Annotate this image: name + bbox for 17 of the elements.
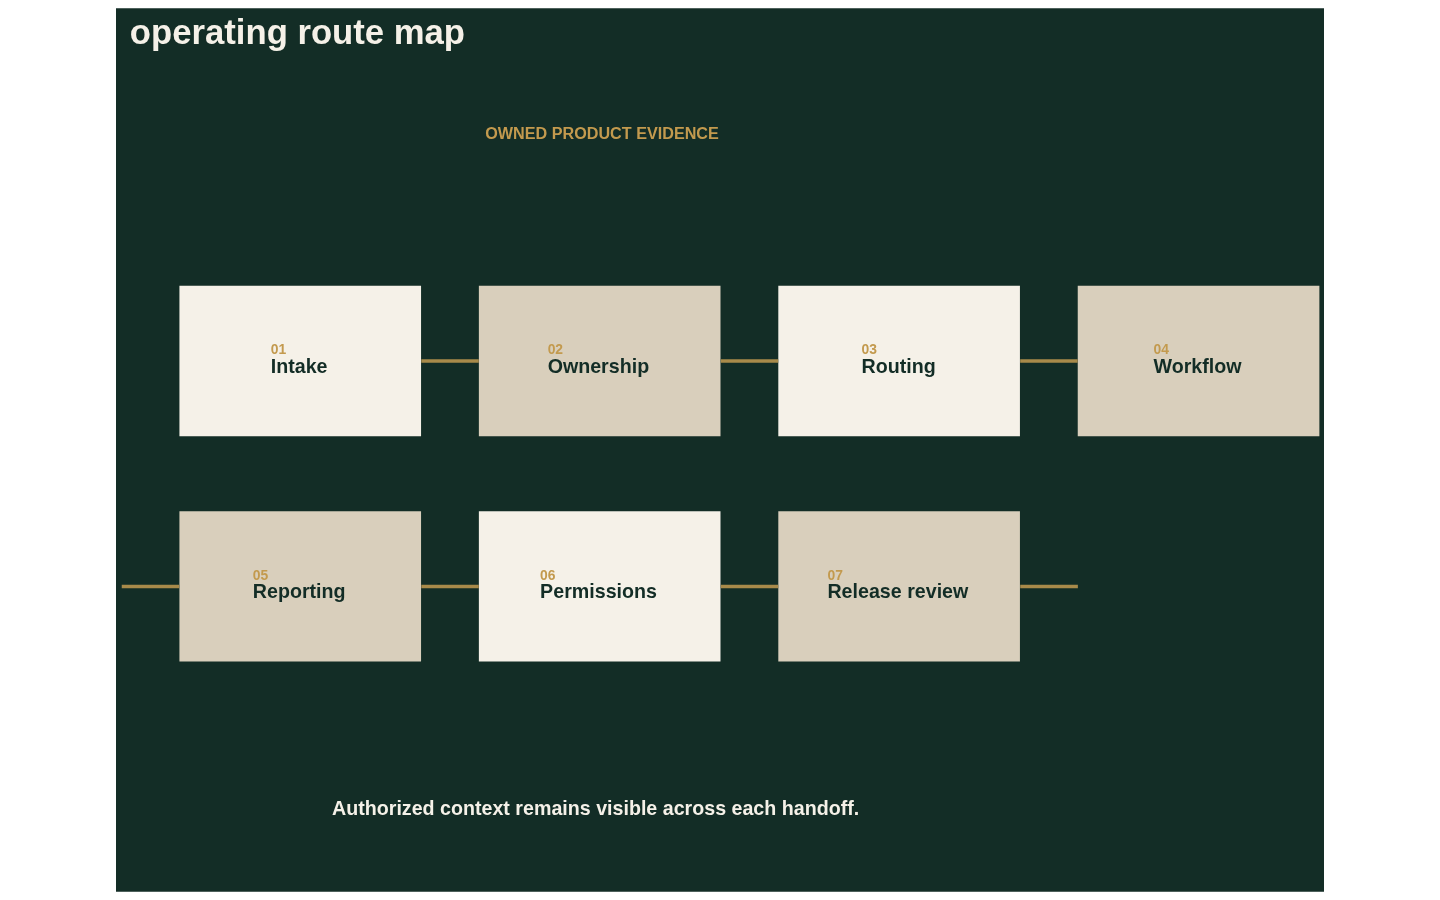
connector	[121, 584, 180, 589]
node-box: 06 Permissions	[478, 511, 721, 662]
node-box: 01 Intake	[179, 285, 422, 437]
caption: Authorized context remains visible across each handoff.	[332, 797, 860, 820]
connector	[720, 359, 779, 363]
node-box: 05 Reporting	[179, 511, 422, 662]
node-box: 07 Release review	[778, 511, 1020, 662]
node-box: 04 Workflow	[1077, 285, 1320, 437]
connector	[1020, 584, 1078, 589]
node-box: 03 Routing	[778, 285, 1020, 437]
connector	[421, 584, 479, 589]
connector	[421, 359, 479, 363]
connector	[720, 584, 779, 589]
node-box: 02 Ownership	[478, 285, 721, 437]
connector	[1020, 359, 1078, 363]
diagram-title: operating route map	[129, 13, 466, 52]
label: OWNED PRODUCT EVIDENCE	[485, 123, 719, 142]
